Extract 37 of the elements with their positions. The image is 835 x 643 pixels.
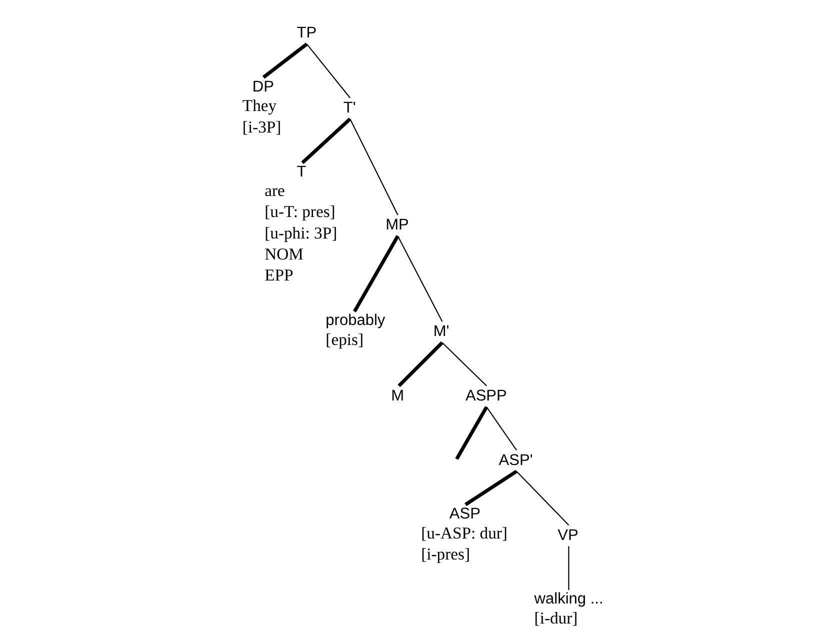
connector — [352, 235, 400, 312]
connector — [486, 406, 517, 451]
connector — [398, 341, 444, 388]
connector — [455, 406, 488, 460]
connector — [262, 42, 308, 79]
node-label: [u-ASP: dur] — [421, 523, 508, 542]
connector — [464, 470, 518, 506]
connector — [397, 236, 443, 322]
connector — [306, 44, 351, 98]
node-label: [u-T: pres] — [264, 202, 336, 222]
node-text: DP — [252, 78, 274, 96]
connector — [350, 118, 398, 216]
node-text: walking ... — [534, 590, 604, 608]
node-text: VP — [558, 526, 578, 544]
node-text: ASPP — [466, 388, 507, 405]
node-label: [i-3P] — [242, 117, 282, 136]
node-label: [i-pres] — [421, 544, 470, 564]
node-label: They — [242, 96, 277, 116]
node-text: T' — [343, 100, 356, 117]
node-label: [i-dur] — [534, 608, 578, 628]
node-text: T — [296, 163, 306, 180]
node-text: probably — [326, 312, 386, 330]
connector — [442, 342, 487, 386]
connector — [568, 546, 570, 590]
node-label: [epis] — [326, 330, 364, 349]
node-text: TP — [296, 24, 317, 42]
node-label: EPP — [264, 265, 294, 284]
node-text: M' — [433, 323, 450, 340]
node-label: NOM — [264, 244, 304, 264]
node-text: ASP' — [498, 452, 533, 469]
node-label: [u-phi: 3P] — [264, 223, 338, 242]
node-text: ASP — [449, 506, 480, 523]
node-label: are — [264, 181, 285, 200]
connector — [301, 118, 352, 164]
node-text: M — [391, 388, 404, 405]
node-text: MP — [386, 216, 409, 234]
connector — [516, 470, 570, 526]
